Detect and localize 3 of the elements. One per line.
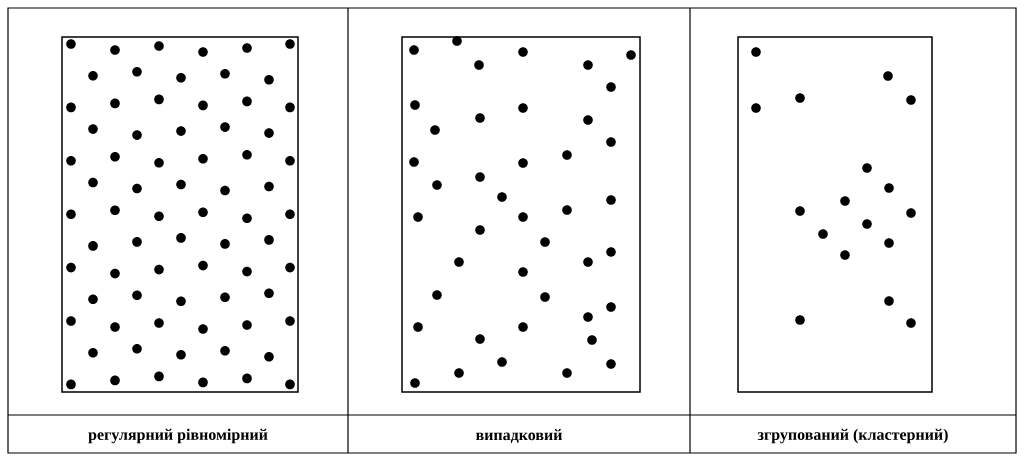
column-caption: випадковий bbox=[476, 429, 562, 443]
column-caption: згрупований (кластерний) bbox=[757, 428, 948, 444]
column-caption: регулярний рівномірний bbox=[88, 428, 268, 444]
